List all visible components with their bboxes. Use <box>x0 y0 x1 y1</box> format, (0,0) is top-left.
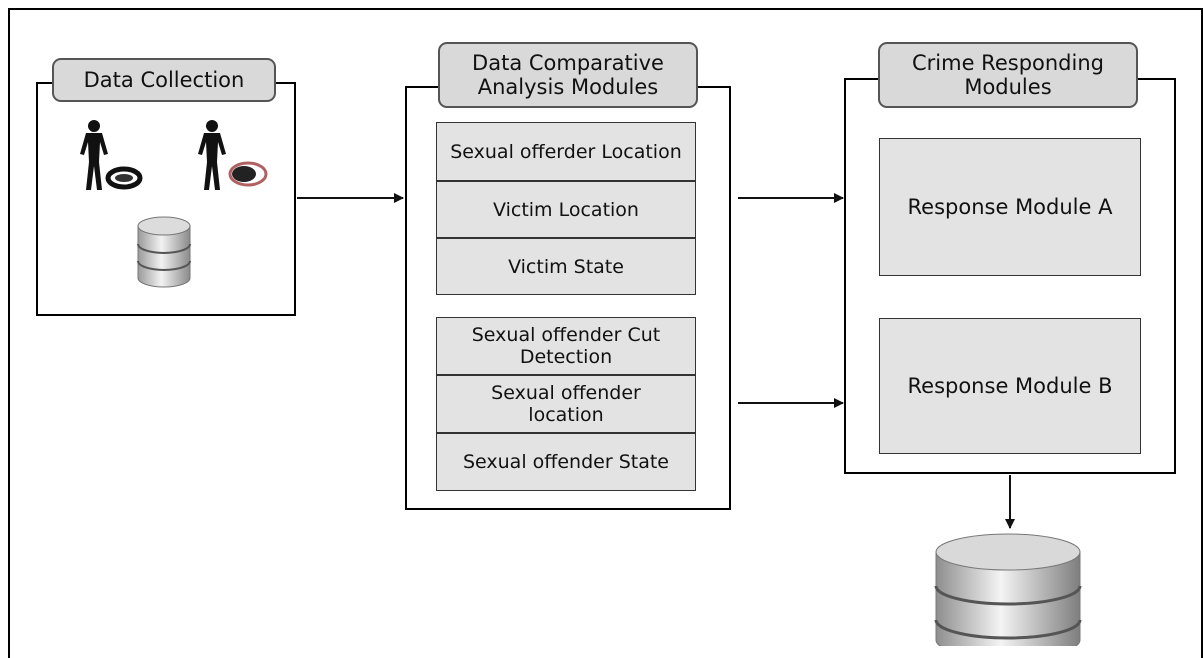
response-module-b: Response Module B <box>879 318 1141 454</box>
person-with-wristband-icon <box>80 120 143 190</box>
analysis-item-offender-location-b: Sexual offender location <box>436 375 696 433</box>
responding-title: Crime Responding Modules <box>878 42 1138 108</box>
data-collection-title: Data Collection <box>52 58 276 102</box>
person-with-tracker-icon <box>198 120 268 190</box>
diagram-frame <box>8 8 1203 658</box>
analysis-item-victim-location: Victim Location <box>436 181 696 238</box>
analysis-title: Data Comparative Analysis Modules <box>438 42 698 108</box>
data-collection-panel <box>36 82 296 316</box>
analysis-item-victim-state: Victim State <box>436 238 696 295</box>
analysis-item-offender-location: Sexual offerder Location <box>436 122 696 181</box>
response-module-a: Response Module A <box>879 138 1141 276</box>
database-icon <box>934 533 1082 646</box>
database-icon <box>137 216 191 288</box>
analysis-item-offender-state: Sexual offender State <box>436 433 696 491</box>
analysis-item-offender-cut-detection: Sexual offender Cut Detection <box>436 317 696 375</box>
